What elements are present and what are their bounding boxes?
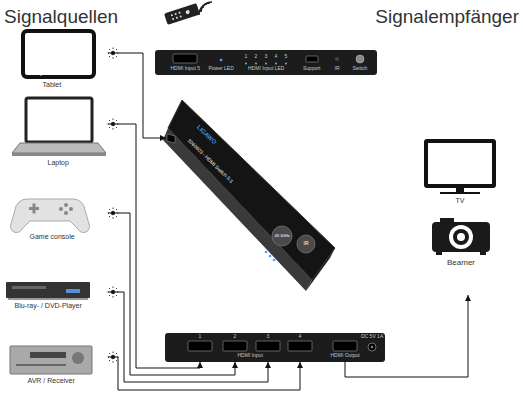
source-device: Laptop <box>5 93 108 170</box>
hdmi-cable <box>108 124 200 368</box>
projector-icon <box>432 218 490 255</box>
source-device: Tablet <box>5 28 108 90</box>
device-label: Blu-ray- / DVD-Player <box>15 302 82 310</box>
panel-text: 3 <box>265 54 268 60</box>
panel-text: 3 <box>267 334 270 340</box>
panel-text: 2 <box>255 54 258 60</box>
side-panel <box>155 50 377 75</box>
port-markers <box>108 48 119 363</box>
panel-text: HDMI Input LED <box>248 66 284 72</box>
hdmi-cable <box>108 357 300 390</box>
panel-text: HDMI Input <box>238 353 263 359</box>
hdmi-cable <box>345 295 468 377</box>
panel-text: Power LED <box>209 66 234 72</box>
panel-text: IR <box>335 66 340 72</box>
laptop-icon <box>12 98 106 156</box>
side-panel: HDMI Input 5 Power LED 1 2 3 4 5HDMI Input LED… <box>155 50 377 75</box>
panel-text: 4K 60Hz <box>275 234 290 239</box>
panel-text: 4 <box>275 54 278 60</box>
heading: Signalquellen <box>4 6 118 28</box>
bluray-player-icon <box>6 282 90 300</box>
receiver-device: TV <box>420 135 500 207</box>
panel-text: 4 <box>299 334 302 340</box>
hdmi-switch-body <box>163 100 335 291</box>
device-label: TV <box>456 197 465 205</box>
panel-text: 3060603 - HDMI Switch 5:1 <box>186 138 234 185</box>
device-label: Tablet <box>43 81 62 89</box>
panel-text: Support <box>303 66 321 72</box>
back-panel <box>165 333 385 362</box>
device-label: AVR / Receiver <box>28 377 75 385</box>
panel-text: 1 <box>245 54 248 60</box>
panel-text: IR <box>304 241 309 247</box>
gamepad-icon <box>10 199 89 233</box>
hdmi-cable <box>108 292 268 382</box>
panel-text: HDMI Output <box>331 353 360 359</box>
back-panel: 1 2 3 4HDMI Input HDMI Output DC 5V 1A <box>165 333 385 362</box>
device-label: Laptop <box>48 159 69 167</box>
remote-icon <box>164 2 212 25</box>
panel-text: LIGAWO <box>195 124 217 146</box>
tv-icon <box>426 141 494 194</box>
heading: Signalempfänger <box>375 6 519 28</box>
device-label: Beamer <box>447 258 475 267</box>
panel-text: 1 <box>199 334 202 340</box>
receiver-icon <box>10 346 92 374</box>
source-device: Game console <box>5 192 108 244</box>
panel-text: 2 <box>234 334 237 340</box>
tablet-icon <box>23 31 94 77</box>
panel-text: DC 5V 1A <box>361 334 383 340</box>
device-label: Game console <box>30 233 75 241</box>
panel-text: 5 <box>285 54 288 60</box>
panel-text: HDMI Input 5 <box>171 66 200 72</box>
source-device: AVR / Receiver <box>5 342 108 388</box>
panel-text: Switch <box>353 66 368 72</box>
hdmi-cable <box>108 53 166 138</box>
hdmi-cable <box>108 213 235 375</box>
switch-body: LIGAWO3060603 - HDMI Switch 5:1 4K 60HzIR <box>166 95 338 295</box>
source-device: Blu-ray- / DVD-Player <box>5 278 108 313</box>
receiver-device: Beamer <box>420 213 500 295</box>
